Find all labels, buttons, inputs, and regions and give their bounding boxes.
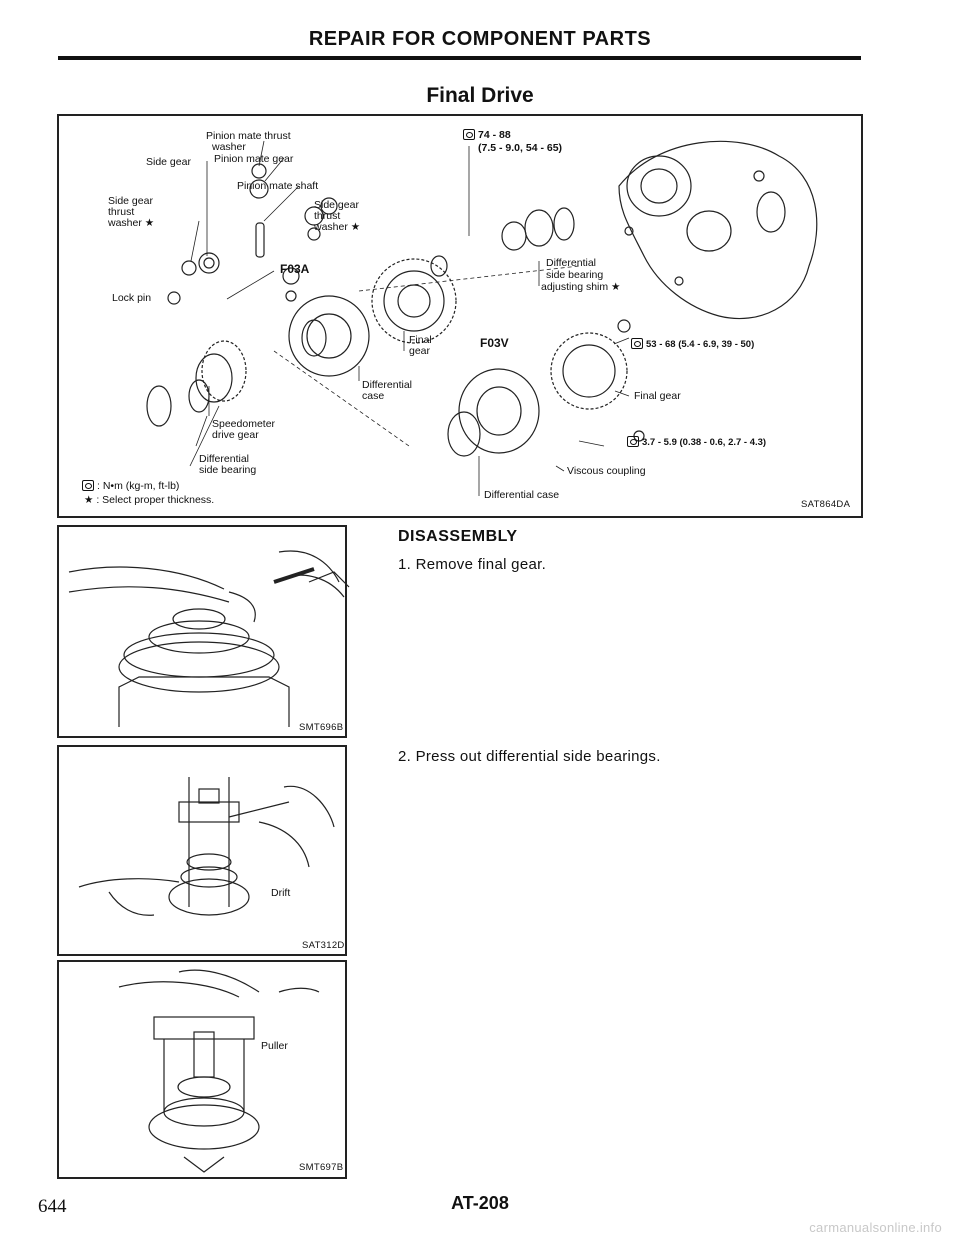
figure-2-art (78, 777, 335, 916)
torque-wrench-icon (631, 338, 643, 349)
label-shim-2: side bearing (546, 269, 604, 281)
label-washer: washer (212, 141, 246, 153)
label-pinion-mate-thrust-washer: Pinion mate thrust (206, 130, 291, 142)
page-code: AT-208 (451, 1193, 509, 1213)
label-side-gear-thrust-washer-left-3: washer ★ (108, 217, 155, 229)
label-side-gear: Side gear (146, 156, 191, 168)
label-final-gear-1: Final (409, 334, 432, 346)
side-gear-thrust-washer-part (181, 260, 197, 276)
figure-3-art (118, 969, 320, 1173)
transaxle-housing-part (618, 140, 818, 320)
label-pinion-mate-gear: Pinion mate gear (214, 153, 294, 165)
torque-low-value: 3.7 - 5.9 (0.38 - 0.6, 2.7 - 4.3) (642, 437, 767, 448)
label-speedometer-drive-gear-2: drive gear (212, 429, 259, 441)
label-side-gear-thrust-washer-left-2: thrust (108, 206, 135, 218)
figure-1-art (68, 550, 350, 727)
legend-torque-text: : N•m (kg-m, ft-lb) (97, 480, 180, 492)
differential-case-part (168, 878, 250, 916)
label-pinion-mate-shaft: Pinion mate shaft (237, 180, 319, 192)
watermark: carmanualsonline.info (809, 1220, 942, 1235)
figure-press-side-bearings: Drift SAT312D (57, 745, 347, 956)
figure-puller: Puller SMT697B (57, 960, 347, 1179)
label-lock-pin: Lock pin (112, 292, 152, 304)
torque-top-units: (7.5 - 9.0, 54 - 65) (478, 142, 563, 154)
label-shim-3: adjusting shim ★ (541, 281, 621, 293)
section-title: Final Drive (426, 84, 534, 107)
label-side-gear-thrust-washer-right-2: thrust (314, 210, 341, 222)
label-differential-case-right: Differential case (484, 489, 560, 501)
final-gear-right-part (550, 332, 628, 410)
label-side-gear-thrust-washer-left-1: Side gear (108, 195, 153, 207)
step-2-text: 2. Press out differential side bearings. (398, 748, 661, 765)
label-drift: Drift (271, 887, 291, 899)
speedometer-gear-part (201, 340, 247, 402)
label-differential-side-bearing-2: side bearing (199, 464, 257, 476)
differential-case-right-part (458, 368, 540, 454)
final-gear-part (371, 258, 457, 344)
label-differential-case-2: case (362, 390, 385, 402)
side-gear-part (198, 252, 220, 274)
label-final-gear-right: Final gear (634, 390, 681, 402)
label-side-gear-thrust-washer-right-3: washer ★ (314, 221, 361, 233)
legend-star: ★ : Select proper thickness. (84, 494, 215, 506)
torque-mid: 53 - 68 (5.4 - 6.9, 39 - 50) (631, 338, 754, 351)
legend-torque: : N•m (kg-m, ft-lb) (82, 480, 179, 492)
label-differential-side-bearing-1: Differential (199, 453, 249, 465)
differential-case-part (148, 1104, 260, 1150)
label-side-gear-thrust-washer-right-1: Side gear (314, 199, 359, 211)
torque-top-value: 74 - 88 (478, 129, 511, 141)
torque-mid-value: 53 - 68 (5.4 - 6.9, 39 - 50) (646, 339, 755, 350)
label-f03a: F03A (280, 262, 310, 276)
disassembly-heading: DISASSEMBLY (398, 528, 518, 545)
exploded-diagram: Pinion mate thrust washer Pinion mate ge… (57, 114, 863, 518)
label-differential-case-1: Differential (362, 379, 412, 391)
label-puller: Puller (261, 1040, 288, 1052)
figure-3-code: SMT697B (299, 1162, 344, 1173)
label-speedometer-drive-gear-1: Speedometer (212, 418, 276, 430)
torque-wrench-icon (463, 129, 475, 140)
label-final-gear-2: gear (409, 345, 431, 357)
torque-wrench-icon (627, 436, 639, 447)
figure-1-code: SMT696B (299, 722, 344, 733)
label-f03v: F03V (480, 336, 509, 350)
figure-code: SAT864DA (801, 499, 851, 510)
torque-top: 74 - 88 (463, 129, 511, 141)
label-shim-1: Differential (546, 257, 596, 269)
page-number: 644 (38, 1196, 67, 1217)
page-header-title: REPAIR FOR COMPONENT PARTS (308, 28, 652, 50)
torque-wrench-icon (82, 480, 94, 491)
step-1-text: 1. Remove final gear. (398, 556, 547, 573)
pinion-mate-shaft-part (255, 222, 265, 258)
differential-case-part (288, 295, 370, 377)
lock-pin-icon (167, 291, 181, 305)
figure-remove-final-gear: SMT696B (57, 525, 350, 738)
label-viscous-coupling: Viscous coupling (567, 465, 646, 477)
figure-2-code: SAT312D (302, 940, 345, 951)
exploded-diagram-art (146, 140, 818, 496)
torque-low: 3.7 - 5.9 (0.38 - 0.6, 2.7 - 4.3) (627, 436, 766, 449)
final-gear-part (118, 641, 280, 693)
header-rule (58, 56, 861, 60)
